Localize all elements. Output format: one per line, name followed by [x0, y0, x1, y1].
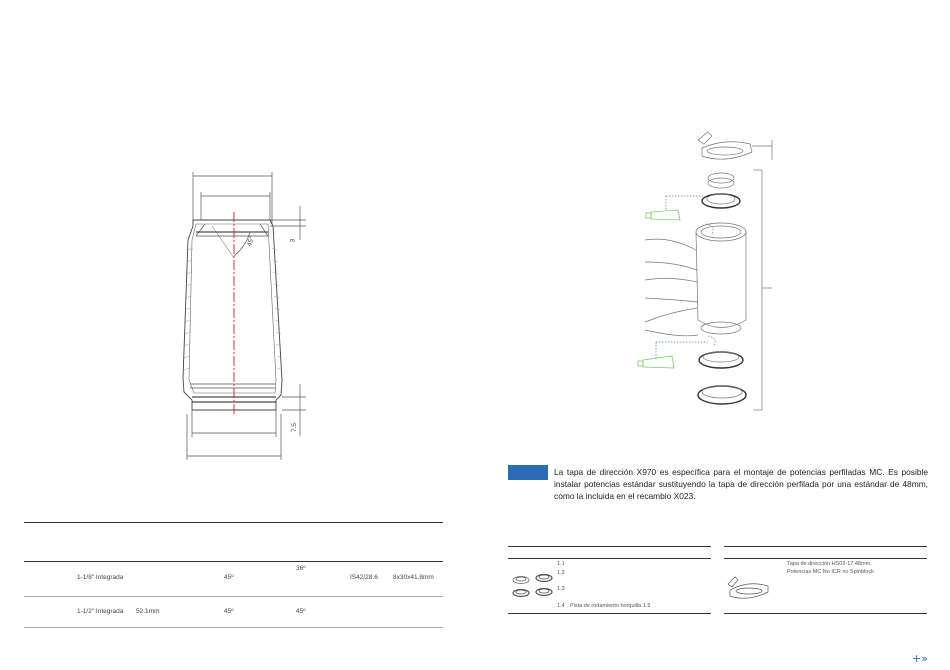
note-text: La tapa de dirección X970 es específica …: [554, 467, 928, 501]
cell-angle-bottom: 45º: [296, 608, 306, 615]
cell-bearing: 8x30x41.8mm: [393, 574, 434, 581]
parts-right-bottom-rule: [724, 613, 927, 614]
parts-item-label: 1.4: [557, 603, 565, 609]
cell-standard: IS42/28.6: [350, 574, 378, 581]
table-bottom-rule: [24, 627, 443, 628]
ring-thumb-1: [512, 576, 530, 584]
parts-right-header-rule: [724, 558, 927, 559]
cell-size: 1-1/2" Integrada: [77, 608, 124, 615]
parts-item-label: 1.3: [557, 586, 565, 592]
table-row-rule: [24, 596, 443, 597]
cell-angle-top: 45º: [224, 574, 234, 581]
cap-thumb: [727, 576, 769, 599]
cell-angle-top: 45º: [224, 608, 234, 615]
note-marker: [508, 465, 548, 480]
parts-right-line-1: Tapa de dirección HS02-17 48mm.: [787, 561, 872, 567]
table-top-rule: [24, 522, 443, 523]
ring-thumb-3: [512, 588, 530, 598]
parts-left-bottom-rule: [508, 613, 711, 614]
parts-left-top-rule: [508, 546, 711, 547]
parts-right-top-rule: [724, 546, 927, 547]
parts-right-line-2: Potencias MC.No ICR no Spinblock: [787, 569, 874, 575]
parts-item-description: Pista de rodamiento horquilla 1.5: [570, 603, 651, 609]
ring-thumb-2: [535, 573, 553, 583]
cell-diameter: 52.1mm: [136, 608, 160, 615]
cell-size: 1-1/8" Integrada: [77, 574, 124, 581]
parts-left-header-rule: [508, 558, 711, 559]
parts-item-label: 1.2: [557, 570, 565, 576]
cell-angle-bottom: 36º: [296, 565, 306, 572]
table-header-rule: [24, 561, 443, 562]
next-page-icon[interactable]: +»: [912, 652, 928, 665]
parts-item-label: 1.1: [557, 561, 565, 567]
ring-thumb-4: [535, 587, 553, 597]
